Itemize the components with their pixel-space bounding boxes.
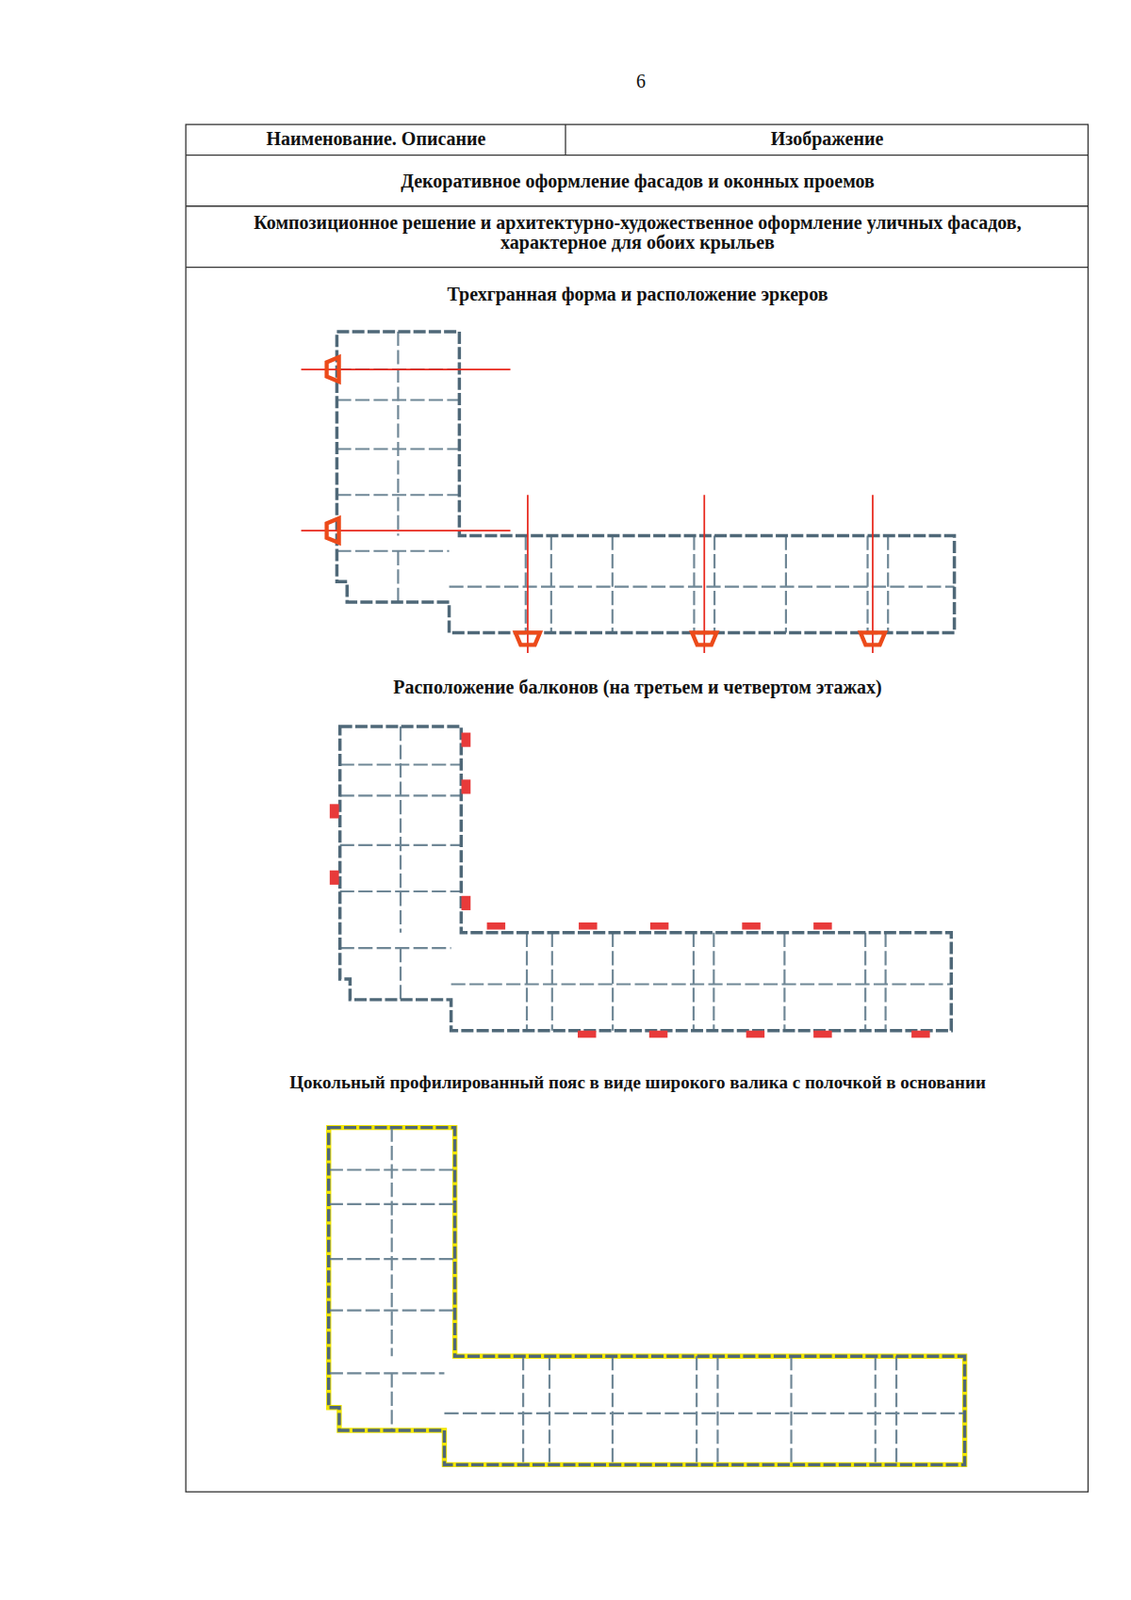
inner-wall (336, 493, 459, 496)
inner-wall (525, 933, 528, 1032)
inner-wall (895, 1356, 898, 1465)
inner-wall (522, 1356, 525, 1465)
inner-wall (885, 933, 887, 1032)
inner-wall (695, 1356, 698, 1465)
plinth-outline (328, 1128, 966, 1466)
floor-plan (340, 726, 952, 1032)
table-header: Изображение (565, 129, 1089, 149)
inner-wall (399, 726, 402, 934)
inner-wall (340, 947, 452, 950)
inner-wall (866, 536, 869, 634)
inner-wall (328, 1310, 456, 1312)
floor-plans (328, 331, 966, 1465)
section-heading: Композиционное решение и архитектурно-ху… (226, 213, 1050, 253)
inner-wall (391, 1373, 394, 1431)
inner-wall (864, 933, 867, 1032)
inner-wall (789, 1356, 792, 1465)
inner-wall (886, 536, 889, 634)
section-heading: Трехгранная форма и расположение эркеров (186, 284, 1089, 305)
bay-window-markers (301, 369, 873, 654)
outer-wall (328, 1128, 966, 1466)
table-header: Наименование. Описание (186, 129, 566, 149)
inner-wall (712, 933, 715, 1032)
inner-wall (449, 586, 955, 589)
inner-wall (391, 1128, 394, 1358)
section-heading: Цокольный профилированный пояс в виде ши… (186, 1073, 1089, 1093)
floor-plan (336, 331, 954, 633)
inner-wall (443, 1412, 965, 1415)
inner-wall (611, 536, 614, 634)
inner-wall (548, 1356, 551, 1465)
inner-wall (692, 536, 695, 634)
inner-wall (716, 1356, 719, 1465)
inner-wall (692, 933, 695, 1032)
inner-wall (524, 536, 527, 634)
floor-plan (328, 1128, 966, 1466)
inner-wall (396, 551, 399, 603)
section-heading: Расположение балконов (на третьем и четв… (186, 677, 1089, 698)
outer-wall (340, 726, 952, 1032)
inner-wall (783, 933, 786, 1032)
outer-wall (336, 331, 954, 633)
page-number: 6 (603, 71, 679, 92)
inner-wall (785, 536, 787, 634)
inner-wall (399, 948, 402, 1000)
inner-wall (396, 331, 399, 537)
inner-wall (713, 536, 716, 634)
inner-wall (611, 933, 614, 1032)
inner-wall (551, 933, 554, 1032)
inner-wall (611, 1356, 614, 1465)
bay-window-shapes (327, 357, 886, 645)
inner-wall (874, 1356, 877, 1465)
inner-wall (328, 1372, 445, 1375)
section-heading: Декоративное оформление фасадов и оконны… (186, 171, 1089, 192)
inner-wall (336, 550, 449, 553)
balcony-marks (329, 733, 931, 1039)
inner-wall (550, 536, 553, 634)
table-grid (185, 124, 1088, 1492)
inner-wall (451, 983, 952, 985)
